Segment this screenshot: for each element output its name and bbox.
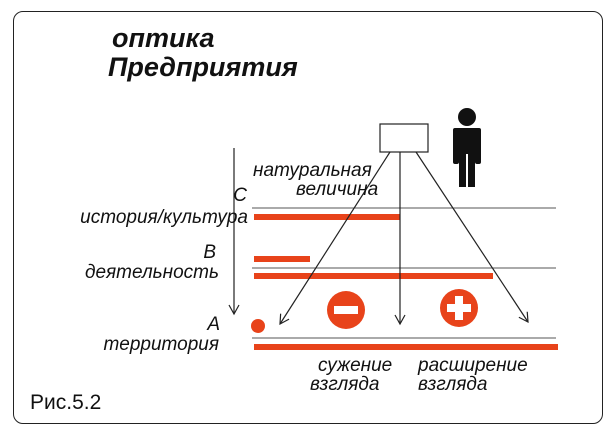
narrowing-line-2: взгляда	[310, 374, 379, 395]
expansion-line-1: расширение	[417, 355, 528, 376]
minus-circle-icon	[327, 291, 365, 329]
title-line-1: оптика	[112, 23, 215, 53]
bar-activity-short	[254, 256, 310, 262]
bar-territory	[254, 344, 558, 350]
level-c-letter: C	[233, 185, 247, 206]
bar-culture	[254, 214, 400, 220]
viewpoint-box	[379, 123, 429, 153]
expansion-line-2: взгляда	[418, 374, 487, 395]
bar-activity-long	[254, 273, 493, 279]
expansion-ray-arrow	[415, 151, 529, 324]
dot-icon	[251, 319, 265, 333]
figure-frame	[13, 11, 603, 424]
level-b-letter: B	[203, 242, 216, 263]
narrowing-ray-arrow	[279, 151, 391, 326]
figure-caption: Рис.5.2	[30, 391, 101, 414]
level-a-letter: A	[206, 314, 220, 335]
narrowing-line-1: сужение	[318, 355, 392, 376]
title-line-2: Предприятия	[108, 52, 298, 82]
level-b-name: деятельность	[85, 262, 219, 283]
level-c-name: история/культура	[80, 207, 248, 228]
plus-circle-icon	[440, 289, 478, 327]
person-icon	[453, 108, 481, 187]
natural-size-line-2: величина	[296, 179, 378, 200]
level-a-name: территория	[103, 334, 219, 355]
natural-size-line-1: натуральная	[253, 160, 372, 181]
